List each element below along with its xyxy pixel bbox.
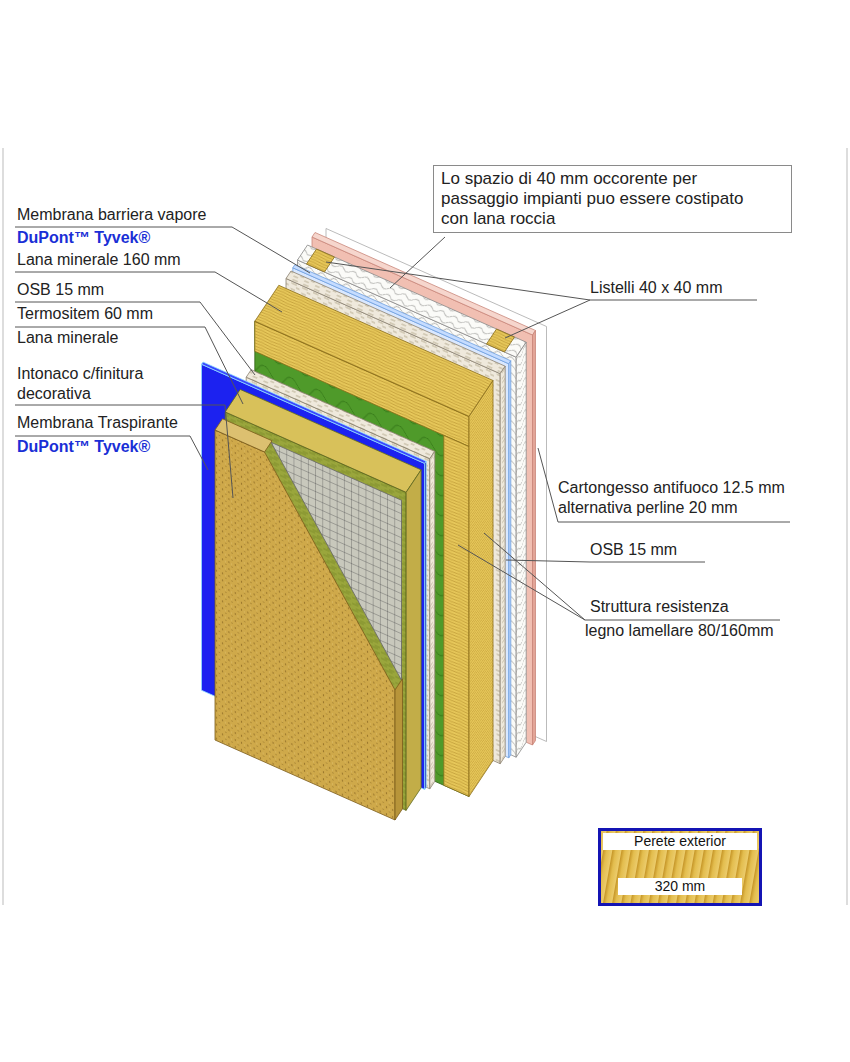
leader-line	[484, 533, 780, 620]
wall-section-drawing	[202, 229, 547, 821]
callout-box: Lo spazio di 40 mm occorente per passagg…	[433, 165, 792, 233]
section-badge: Perete exterior 320 mm	[598, 828, 762, 906]
leader-line	[15, 302, 255, 375]
drywall-panel	[533, 331, 536, 746]
part-label: Membrana Traspirante	[17, 414, 178, 432]
osb-board	[430, 451, 435, 789]
page-rule	[847, 148, 848, 905]
brand-label: DuPont™ Tyvek®	[17, 229, 150, 247]
plaster-layer	[215, 419, 403, 820]
node-title: Perete exterior	[603, 833, 757, 850]
leader-line	[458, 545, 585, 620]
batten	[487, 329, 515, 352]
plaster-layer	[395, 679, 403, 820]
insulation-panel	[406, 470, 421, 811]
leader-line	[15, 227, 790, 620]
part-label: Intonaco c/finitura decorativa	[17, 364, 167, 404]
node-value: 320 mm	[618, 878, 742, 895]
timber-frame-wool	[444, 435, 469, 796]
part-label: Membrana barriera vapore	[17, 206, 206, 224]
leader-line	[15, 405, 233, 498]
timber-frame-wool	[469, 381, 493, 797]
part-label: Lana minerale 160 mm	[17, 251, 181, 269]
brand-label: DuPont™ Tyvek®	[17, 438, 150, 456]
part-label: Struttura resistenza	[590, 598, 729, 616]
service-gap-rockwool	[516, 342, 526, 757]
leader-line	[390, 237, 445, 288]
batten	[307, 249, 335, 272]
vapour-barrier	[509, 361, 511, 758]
part-label: Listelli 40 x 40 mm	[590, 279, 723, 297]
leader-line	[326, 262, 590, 300]
part-label: OSB 15 mm	[17, 281, 104, 299]
leader-line	[505, 300, 757, 338]
leader-line	[506, 560, 705, 562]
breathable-membrane	[425, 461, 427, 789]
page-rule	[3, 148, 4, 905]
part-label: Cartongesso antifuoco 12.5 mm alternativ…	[558, 478, 808, 518]
part-label: OSB 15 mm	[590, 541, 677, 559]
leader-line	[15, 436, 208, 470]
part-label: legno lamellare 80/160mm	[585, 622, 774, 640]
osb-board	[500, 366, 505, 764]
plaster-layer	[215, 419, 272, 452]
leader-line	[15, 227, 310, 273]
part-label: Lana minerale	[17, 329, 118, 347]
leader-line	[15, 327, 243, 404]
plaster-layer	[215, 430, 395, 820]
node-title: Lo spazio di 40 mm occorente per passagg…	[441, 169, 761, 229]
part-label: Termositem 60 mm	[17, 305, 153, 323]
